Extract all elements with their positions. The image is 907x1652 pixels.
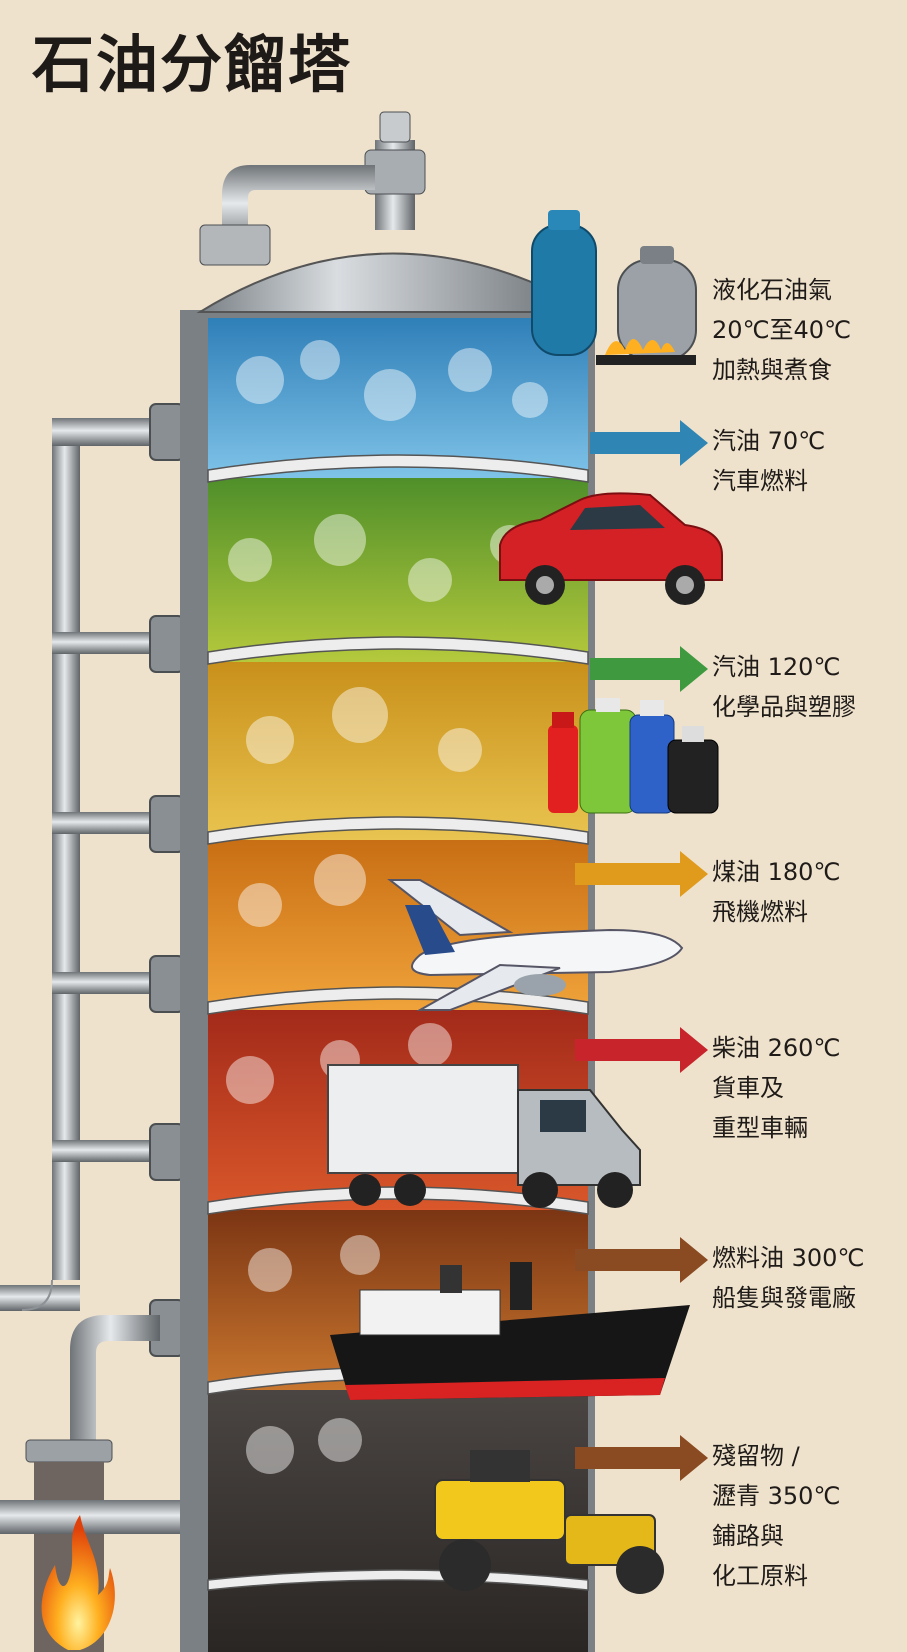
label-diesel-name-temp: 柴油 260℃ [712,1034,841,1062]
label-diesel: 柴油 260℃ 貨車及 重型車輛 [712,1028,840,1148]
ship-icon [330,1262,690,1400]
label-fuel-oil-name-temp: 燃料油 300℃ [712,1244,865,1272]
gas-cylinder-icon [531,210,697,365]
arrow-naphtha [590,646,708,692]
label-naphtha-name-temp: 汽油 120℃ [712,653,841,681]
label-residue-name-2: 瀝青 350℃ [712,1482,841,1510]
chemical-bottles-icon [548,698,719,814]
label-lpg: 液化石油氣 20℃至40℃ 加熱與煮食 [712,270,851,390]
arrow-diesel [575,1027,708,1073]
arrow-fuel-oil [575,1237,708,1283]
return-pipes [0,403,185,1357]
label-diesel-use-2: 重型車輛 [712,1114,808,1142]
label-naphtha: 汽油 120℃ 化學品與塑膠 [712,647,856,727]
label-residue-name-1: 殘留物 / [712,1442,800,1470]
label-residue: 殘留物 / 瀝青 350℃ 鋪路與 化工原料 [712,1436,840,1596]
label-lpg-name: 液化石油氣 [712,276,832,304]
truck-icon [327,1064,641,1208]
label-kerosene-use: 飛機燃料 [712,898,808,926]
label-residue-use-1: 鋪路與 [712,1522,784,1550]
label-fuel-oil: 燃料油 300℃ 船隻與發電廠 [712,1238,864,1318]
page-title: 石油分餾塔 [32,28,353,101]
label-petrol-name-temp: 汽油 70℃ [712,427,826,455]
flame-icon [41,1515,115,1650]
label-fuel-oil-use: 船隻與發電廠 [712,1284,856,1312]
label-petrol-use: 汽車燃料 [712,467,808,495]
label-kerosene: 煤油 180℃ 飛機燃料 [712,852,840,932]
label-kerosene-name-temp: 煤油 180℃ [712,858,841,886]
airplane-icon [387,879,684,1011]
road-roller-icon [434,1450,664,1594]
arrow-residue [575,1435,708,1481]
label-petrol: 汽油 70℃ 汽車燃料 [712,421,825,501]
label-lpg-temp: 20℃至40℃ [712,316,851,344]
label-residue-use-2: 化工原料 [712,1562,808,1590]
label-lpg-use: 加熱與煮食 [712,356,832,384]
tower [180,111,596,1652]
car-icon [499,492,723,605]
product-arrows [575,420,708,1481]
label-naphtha-use: 化學品與塑膠 [712,693,856,721]
arrow-kerosene [575,851,708,897]
arrow-petrol [590,420,708,466]
furnace [0,1315,200,1652]
label-diesel-use-1: 貨車及 [712,1074,784,1102]
